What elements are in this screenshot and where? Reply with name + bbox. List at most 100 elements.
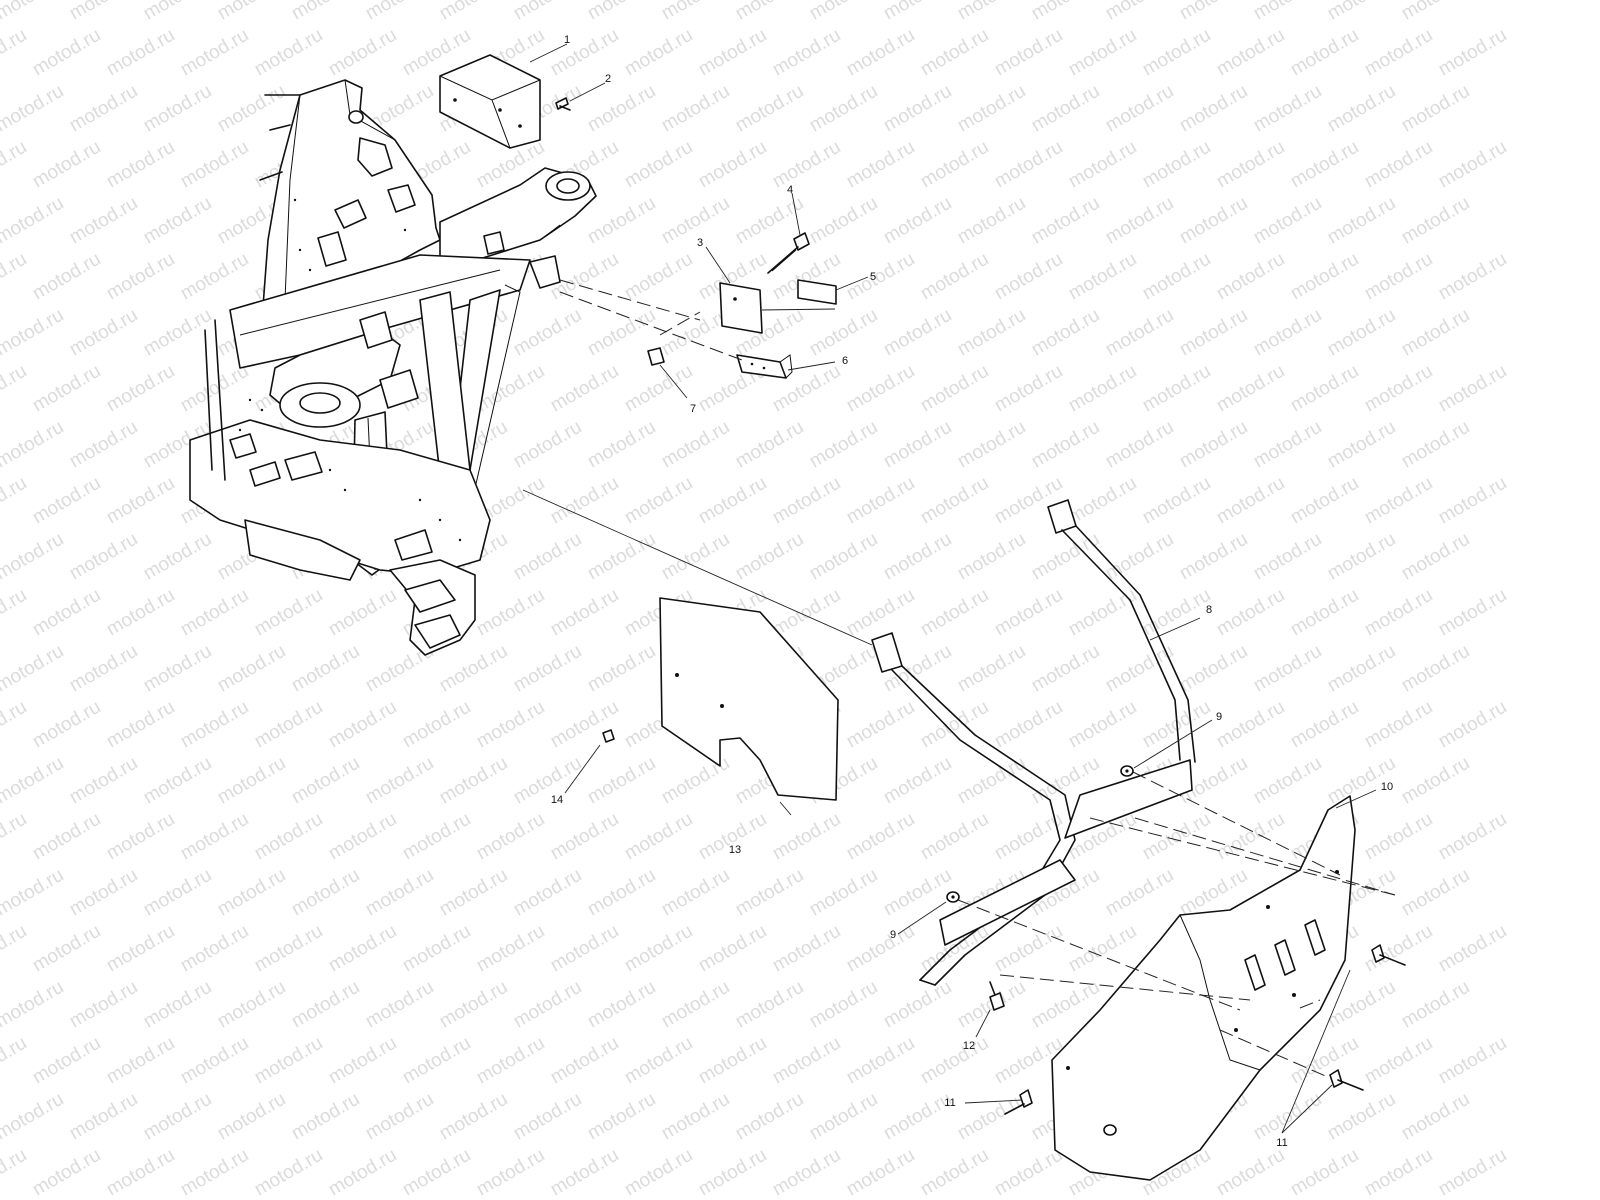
watermark-text: motod.ru: [177, 25, 252, 81]
watermark-text: motod.ru: [66, 1089, 141, 1145]
watermark-text: motod.ru: [1435, 473, 1510, 529]
watermark-text: motod.ru: [362, 1089, 437, 1145]
watermark-text: motod.ru: [991, 1145, 1066, 1200]
watermark-text: motod.ru: [547, 921, 622, 977]
watermark-text: motod.ru: [1250, 529, 1325, 585]
watermark-text: motod.ru: [436, 977, 511, 1033]
watermark-text: motod.ru: [621, 473, 696, 529]
callout-4: 4: [787, 184, 793, 196]
watermark-text: motod.ru: [0, 137, 30, 193]
watermark-text: motod.ru: [1287, 249, 1362, 305]
watermark-text: motod.ru: [695, 137, 770, 193]
watermark-text: motod.ru: [1398, 529, 1473, 585]
watermark-text: motod.ru: [806, 977, 881, 1033]
watermark-text: motod.ru: [251, 1033, 326, 1089]
watermark-text: motod.ru: [0, 1033, 30, 1089]
watermark-text: motod.ru: [1324, 529, 1399, 585]
watermark-text: motod.ru: [251, 697, 326, 753]
watermark-text: motod.ru: [66, 529, 141, 585]
watermark-text: motod.ru: [1435, 1033, 1510, 1089]
watermark-text: motod.ru: [1398, 753, 1473, 809]
watermark-text: motod.ru: [954, 0, 1029, 24]
watermark-text: motod.ru: [1398, 417, 1473, 473]
watermark-text: motod.ru: [769, 585, 844, 641]
watermark-text: motod.ru: [1361, 25, 1436, 81]
watermark-text: motod.ru: [880, 753, 955, 809]
watermark-text: motod.ru: [954, 305, 1029, 361]
callout-8: 8: [1206, 604, 1212, 616]
part-1-plate: [439, 54, 541, 149]
watermark-text: motod.ru: [29, 361, 104, 417]
watermark-text: motod.ru: [1324, 193, 1399, 249]
watermark-text: motod.ru: [1139, 585, 1214, 641]
watermark-text: motod.ru: [1139, 25, 1214, 81]
watermark-text: motod.ru: [473, 921, 548, 977]
callout-3: 3: [697, 237, 703, 249]
part-14-screw: [602, 729, 615, 743]
watermark-text: motod.ru: [0, 529, 67, 585]
watermark-text: motod.ru: [1176, 193, 1251, 249]
watermark-text: motod.ru: [584, 1089, 659, 1145]
watermark-text: motod.ru: [0, 361, 30, 417]
watermark-text: motod.ru: [103, 585, 178, 641]
watermark-text: motod.ru: [29, 137, 104, 193]
watermark-text: motod.ru: [843, 1033, 918, 1089]
watermark-text: motod.ru: [140, 865, 215, 921]
watermark-text: motod.ru: [1361, 809, 1436, 865]
watermark-text: motod.ru: [1250, 753, 1325, 809]
watermark-text: motod.ru: [214, 0, 289, 24]
watermark-text: motod.ru: [547, 361, 622, 417]
watermark-text: motod.ru: [1398, 0, 1473, 24]
watermark-text: motod.ru: [917, 249, 992, 305]
watermark-text: motod.ru: [658, 529, 733, 585]
watermark-text: motod.ru: [1176, 529, 1251, 585]
watermark-text: motod.ru: [917, 585, 992, 641]
watermark-text: motod.ru: [1250, 81, 1325, 137]
watermark-text: motod.ru: [1361, 585, 1436, 641]
watermark-text: motod.ru: [288, 0, 363, 24]
watermark-text: motod.ru: [1287, 1145, 1362, 1200]
watermark-text: motod.ru: [1139, 249, 1214, 305]
watermark-text: motod.ru: [399, 809, 474, 865]
watermark-text: motod.ru: [1287, 25, 1362, 81]
watermark-text: motod.ru: [362, 865, 437, 921]
part-4-bolt: [767, 232, 810, 274]
watermark-text: motod.ru: [547, 697, 622, 753]
watermark-text: motod.ru: [658, 193, 733, 249]
watermark-text: motod.ru: [917, 137, 992, 193]
watermark-text: motod.ru: [769, 1145, 844, 1200]
watermark-text: motod.ru: [843, 137, 918, 193]
watermark-text: motod.ru: [140, 753, 215, 809]
watermark-text: motod.ru: [214, 865, 289, 921]
watermark-text: motod.ru: [177, 1145, 252, 1200]
watermark-text: motod.ru: [954, 1089, 1029, 1145]
watermark-text: motod.ru: [1250, 193, 1325, 249]
part-12-screw: [989, 981, 1005, 1011]
watermark-text: motod.ru: [399, 697, 474, 753]
part-9-washer-upper: [1120, 765, 1134, 777]
watermark-text: motod.ru: [547, 585, 622, 641]
callout-leaders: [529, 43, 1377, 1134]
watermark-text: motod.ru: [658, 1089, 733, 1145]
watermark-text: motod.ru: [0, 753, 67, 809]
watermark-text: motod.ru: [1065, 473, 1140, 529]
watermark-text: motod.ru: [214, 641, 289, 697]
watermark-text: motod.ru: [1028, 0, 1103, 24]
watermark-text: motod.ru: [177, 697, 252, 753]
watermark-text: motod.ru: [917, 809, 992, 865]
watermark-text: motod.ru: [806, 417, 881, 473]
watermark-text: motod.ru: [473, 1033, 548, 1089]
watermark-text: motod.ru: [436, 1089, 511, 1145]
watermark-text: motod.ru: [1065, 697, 1140, 753]
watermark-text: motod.ru: [991, 361, 1066, 417]
watermark-text: motod.ru: [1213, 473, 1288, 529]
watermark-text: motod.ru: [1361, 1033, 1436, 1089]
watermark-text: motod.ru: [1250, 305, 1325, 361]
callout-11b: 11: [1276, 1137, 1287, 1149]
watermark-text: motod.ru: [251, 25, 326, 81]
watermark-text: motod.ru: [29, 697, 104, 753]
watermark-text: motod.ru: [658, 753, 733, 809]
watermark-text: motod.ru: [0, 305, 67, 361]
watermark-text: motod.ru: [732, 81, 807, 137]
watermark-text: motod.ru: [1398, 977, 1473, 1033]
